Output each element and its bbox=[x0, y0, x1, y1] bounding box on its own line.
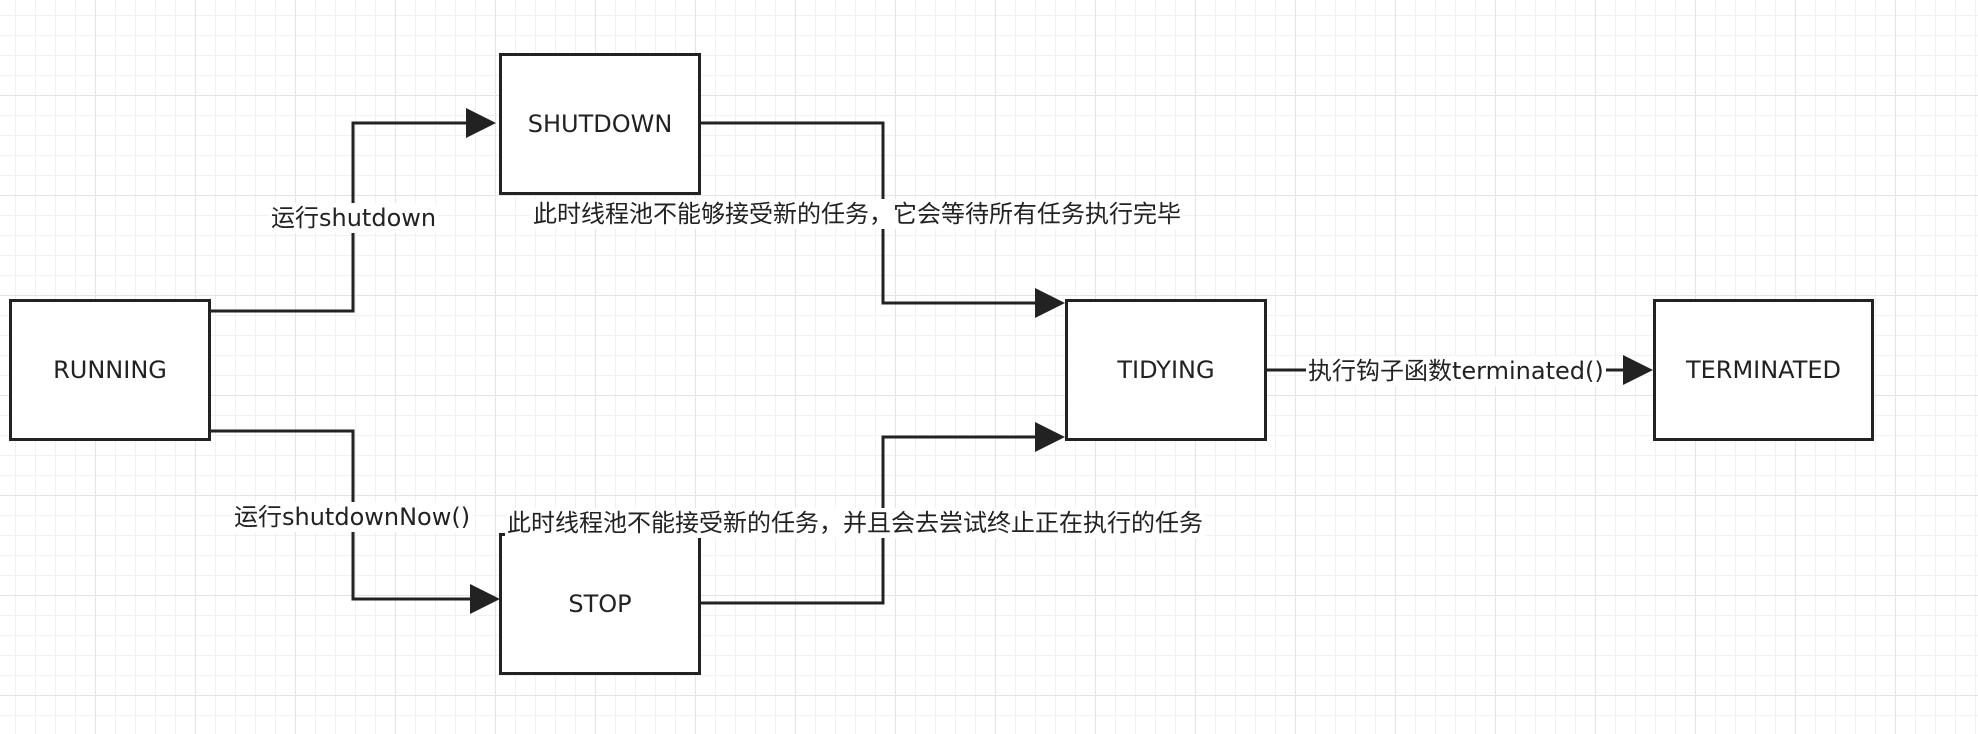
node-shutdown: SHUTDOWN bbox=[499, 53, 701, 195]
node-terminated-label: TERMINATED bbox=[1685, 356, 1842, 384]
node-running-label: RUNNING bbox=[53, 356, 167, 384]
edge-label-running-to-shutdown: 运行shutdown bbox=[269, 203, 439, 233]
node-running: RUNNING bbox=[9, 299, 211, 441]
edge-label-stop-to-tidying: 此时线程池不能接受新的任务，并且会去尝试终止正在执行的任务 bbox=[505, 508, 1205, 538]
edge-label-shutdown-to-tidying: 此时线程池不能够接受新的任务，它会等待所有任务执行完毕 bbox=[531, 199, 1183, 229]
node-shutdown-label: SHUTDOWN bbox=[527, 110, 673, 138]
node-tidying-label: TIDYING bbox=[1117, 356, 1215, 384]
node-tidying: TIDYING bbox=[1065, 299, 1267, 441]
edge-label-tidying-to-terminated: 执行钩子函数terminated() bbox=[1306, 356, 1606, 386]
edge-label-running-to-stop: 运行shutdownNow() bbox=[232, 502, 473, 532]
node-stop: STOP bbox=[499, 533, 701, 675]
node-terminated: TERMINATED bbox=[1653, 299, 1874, 441]
node-stop-label: STOP bbox=[568, 590, 632, 618]
